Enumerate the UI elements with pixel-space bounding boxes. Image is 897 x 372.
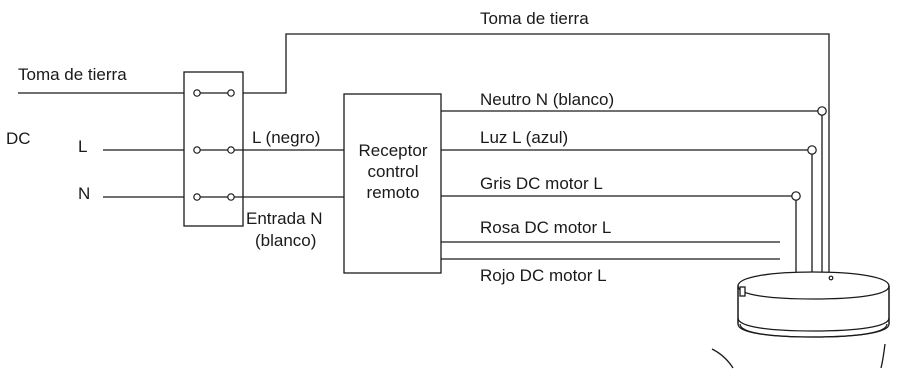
dc-label: DC	[6, 129, 31, 148]
n-white-label-2: (blanco)	[255, 231, 316, 250]
ground-wire	[233, 33, 830, 272]
input-n-label: N	[78, 184, 90, 203]
light-junction	[807, 145, 817, 155]
neutral-label: Neutro N (blanco)	[480, 90, 614, 109]
input-l-label: L	[78, 137, 87, 156]
n-white-label-1: Entrada N	[246, 209, 323, 228]
ground-top-label: Toma de tierra	[480, 9, 589, 28]
terminal-switch-n	[193, 193, 235, 201]
gray-junction	[791, 191, 801, 201]
gray-label: Gris DC motor L	[480, 174, 603, 193]
receiver-label-2: control	[367, 162, 418, 181]
receiver-box	[343, 93, 442, 274]
red-label: Rojo DC motor L	[480, 266, 607, 285]
fan-motor	[711, 271, 890, 369]
ground-left-label: Toma de tierra	[18, 65, 127, 84]
terminal-switch-ground	[193, 89, 235, 97]
neutral-junction	[817, 106, 827, 116]
receiver-label-1: Receptor	[359, 141, 428, 160]
l-black-label: L (negro)	[252, 128, 320, 147]
receiver-label-3: remoto	[367, 183, 420, 202]
light-label: Luz L (azul)	[480, 128, 568, 147]
pink-label: Rosa DC motor L	[480, 218, 611, 237]
